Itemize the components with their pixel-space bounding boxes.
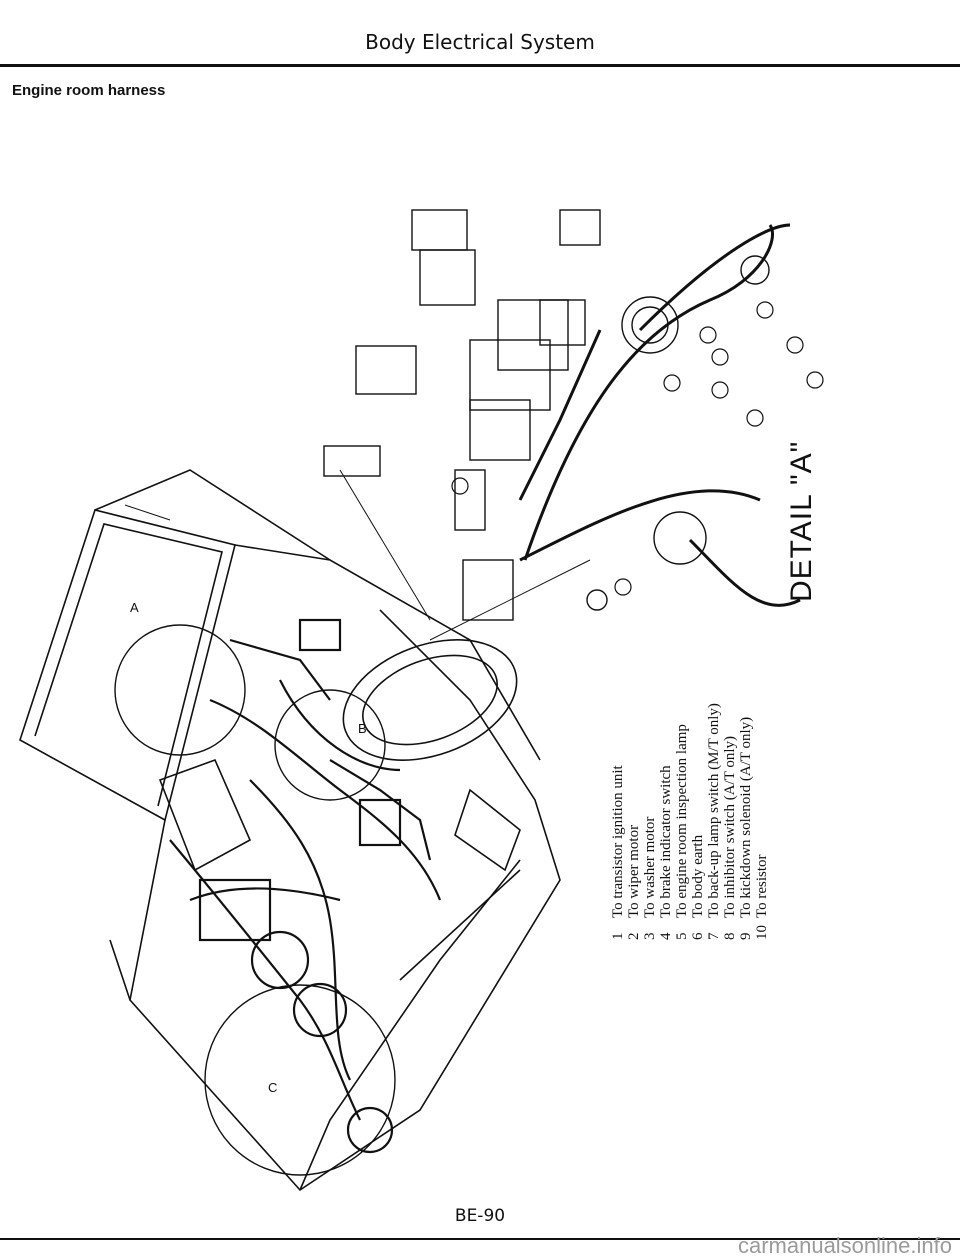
detail-leader-lines	[124, 469, 591, 641]
callout-circle-a	[114, 624, 246, 756]
legend-number: 3	[642, 932, 658, 941]
connector-blocks	[323, 209, 770, 621]
legend-number: 5	[674, 932, 690, 941]
page-number: BE-90	[454, 1206, 506, 1226]
legend-text: To engine room inspection lamp	[674, 724, 690, 918]
legend-number: 10	[754, 925, 770, 940]
legend-item: 8 To inhibitor switch (A/T only)	[722, 600, 738, 940]
circled-numbers	[451, 301, 824, 596]
callout-circle-b	[274, 689, 386, 801]
legend-text: To resistor	[754, 854, 770, 918]
legend-item: 1 To transistor ignition unit	[610, 600, 626, 940]
legend-text: To body earth	[690, 834, 706, 918]
legend-number: 8	[722, 932, 738, 941]
legend-number: 7	[706, 932, 722, 941]
page-title: Body Electrical System	[365, 30, 595, 54]
detail-harness-drawing	[518, 223, 801, 607]
callout-circle-c	[204, 984, 396, 1176]
legend-text: To transistor ignition unit	[610, 765, 626, 918]
legend-number: 1	[610, 932, 626, 941]
legend-item: 9 To kickdown solenoid (A/T only)	[738, 600, 754, 940]
legend-text: To washer motor	[642, 816, 658, 918]
legend-text: To kickdown solenoid (A/T only)	[738, 716, 754, 918]
detail-label: DETAIL "A"	[785, 440, 818, 602]
legend-number: 6	[690, 932, 706, 941]
legend-item: 10 To resistor	[754, 600, 770, 940]
legend-item: 7 To back-up lamp switch (M/T only)	[706, 600, 722, 940]
legend-text: To inhibitor switch (A/T only)	[722, 736, 738, 918]
footer-divider	[0, 1238, 960, 1240]
legend-number: 9	[738, 932, 754, 941]
legend-number: 2	[626, 932, 642, 941]
callout-label-a: A	[130, 600, 139, 615]
callout-label-b: B	[358, 721, 367, 736]
legend-item: 6 To body earth	[690, 600, 706, 940]
watermark: carmanualsonline.info	[737, 1233, 952, 1258]
legend-item: 3 To washer motor	[642, 600, 658, 940]
legend-text: To back-up lamp switch (M/T only)	[706, 703, 722, 918]
legend-number: 4	[658, 932, 674, 941]
legend-text: To wiper motor	[626, 824, 642, 918]
section-title: Engine room harness	[12, 82, 166, 99]
car-body-outline	[19, 469, 561, 1192]
engine-harness-sketch	[169, 618, 442, 1154]
legend-item: 2 To wiper motor	[626, 600, 642, 940]
legend-item: 5 To engine room inspection lamp	[674, 600, 690, 940]
legend-item: 4 To brake indicator switch	[658, 600, 674, 940]
callout-label-c: C	[268, 1080, 277, 1095]
header-divider	[0, 64, 960, 67]
legend-text: To brake indicator switch	[658, 765, 674, 918]
legend-list: 1 To transistor ignition unit 2 To wiper m…	[610, 600, 770, 940]
